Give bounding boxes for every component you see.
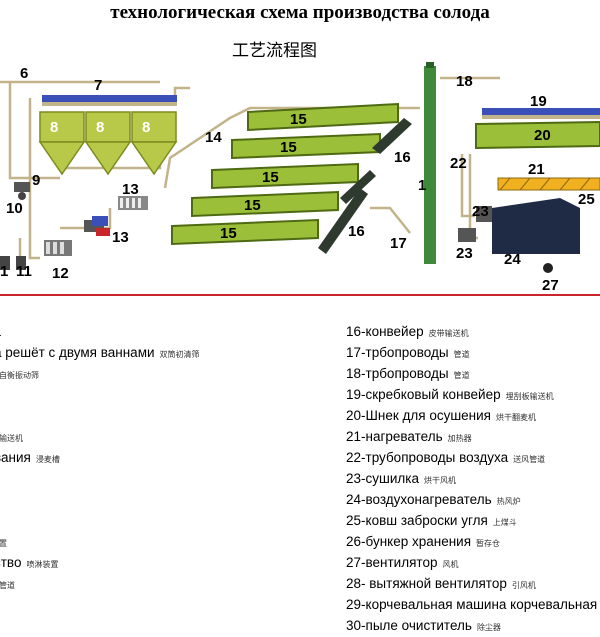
label-18: 18 — [456, 73, 473, 90]
label-14: 14 — [205, 129, 222, 146]
process-diagram: 6 7 8 8 8 9 10 1 11 12 13 13 14 15 15 15… — [0, 62, 600, 294]
legend-item: 29-корчевальная машина корчевальная — [346, 597, 598, 612]
label-6: 6 — [20, 65, 28, 82]
label-24: 24 — [504, 251, 521, 268]
label-21: 21 — [528, 161, 545, 178]
label-20: 20 — [534, 127, 551, 144]
label-15e: 15 — [220, 225, 237, 242]
fans — [458, 206, 553, 273]
drying-turner-20 — [475, 120, 600, 150]
label-16b: 16 — [348, 223, 365, 240]
label-8a: 8 — [50, 119, 58, 136]
air-heater-building — [492, 198, 580, 254]
legend-item — [0, 406, 234, 427]
label-10: 10 — [6, 200, 23, 217]
soaking-tank — [84, 111, 132, 176]
label-27: 27 — [542, 277, 559, 294]
germination-troughs — [171, 102, 399, 246]
soaking-tank — [38, 111, 86, 176]
soaking-tank — [130, 111, 178, 176]
legend-item: 1 — [0, 322, 234, 343]
heater-21 — [497, 177, 600, 191]
label-9: 9 — [32, 172, 40, 189]
label-15a: 15 — [290, 111, 307, 128]
legend-item: 置 — [0, 539, 7, 548]
page-title: технологическая схема производства солод… — [110, 2, 490, 23]
legend-item: 自衡振动筛 — [0, 371, 39, 380]
legend-item — [0, 511, 234, 532]
legend-item — [0, 469, 234, 490]
legend-item: 管道 — [0, 581, 15, 590]
label-12: 12 — [52, 265, 69, 282]
inclined-conveyors — [318, 118, 412, 254]
label-11: 11 — [16, 263, 32, 280]
heater-truss — [499, 177, 591, 191]
label-8c: 8 — [142, 119, 150, 136]
pipework — [0, 76, 500, 260]
label-15c: 15 — [262, 169, 279, 186]
legend-item: 输送机 — [0, 434, 23, 443]
label-15b: 15 — [280, 139, 297, 156]
conveyor-19 — [482, 108, 600, 115]
small-equipment — [0, 182, 148, 270]
page-subtitle: 工艺流程图 — [232, 41, 317, 61]
label-8b: 8 — [96, 119, 104, 136]
label-23a: 23 — [472, 203, 489, 220]
legend-item: ство喷淋装置 — [0, 555, 59, 570]
label-15d: 15 — [244, 197, 261, 214]
bucket-elevator — [424, 66, 436, 264]
legend-item: вания浸麦槽 — [0, 450, 60, 465]
conveyor-7 — [42, 95, 177, 102]
divider-line — [0, 294, 600, 296]
legend-item — [0, 385, 234, 406]
label-13b: 13 — [112, 229, 129, 246]
label-25: 25 — [578, 191, 595, 208]
label-23b: 23 — [456, 245, 473, 262]
label-19: 19 — [530, 93, 547, 110]
label-7: 7 — [94, 77, 102, 94]
legend-item — [0, 490, 234, 511]
label-13a: 13 — [122, 181, 139, 198]
label-1: 1 — [418, 177, 426, 194]
label-1-left: 1 — [0, 263, 8, 280]
label-16a: 16 — [394, 149, 411, 166]
soaking-tanks — [38, 111, 178, 176]
label-17: 17 — [390, 235, 407, 252]
label-22: 22 — [450, 155, 467, 172]
